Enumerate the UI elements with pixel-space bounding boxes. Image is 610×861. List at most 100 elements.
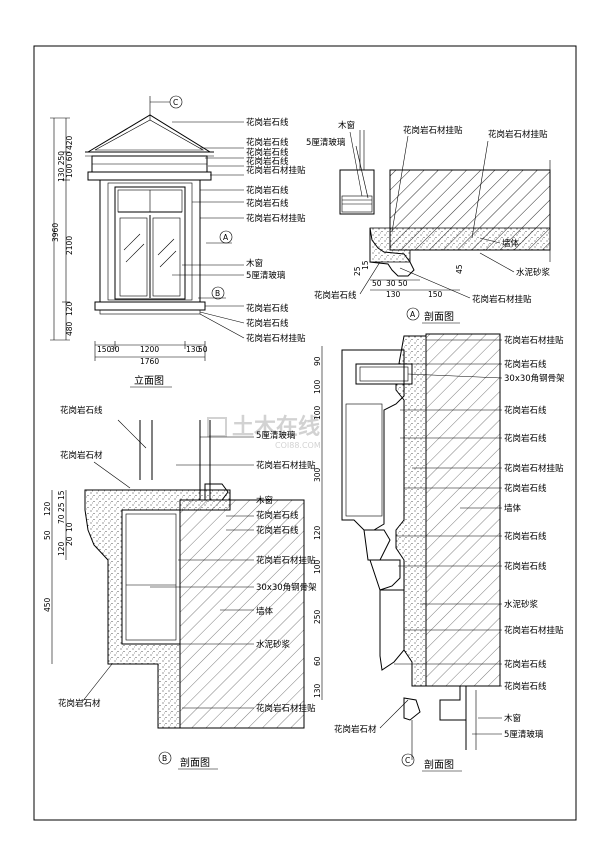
secB-dim-450: 450 — [43, 597, 52, 612]
elev-vdim-130-250: 130 250 — [57, 151, 66, 182]
secB-dim-50: 50 — [43, 530, 52, 540]
elev-vdim-3960: 3960 — [51, 223, 60, 242]
secB-label-mortar: 水泥砂浆 — [256, 639, 291, 650]
elev-label-13: 花岗岩石材挂贴 — [246, 333, 306, 344]
secC-label-9: 花岗岩石线 — [504, 531, 547, 542]
elev-label-3: 花岗岩石线 — [246, 147, 289, 158]
watermark: 土木在线 COI88.COM — [207, 414, 321, 450]
secC-label-8: 墙体 — [504, 503, 522, 514]
watermark-main: 土木在线 — [232, 414, 320, 440]
secC-label-16: 5厘清玻璃 — [504, 729, 544, 740]
secC-label-5: 花岗岩石线 — [504, 433, 547, 444]
secA-label-clad-1: 花岗岩石材挂贴 — [403, 125, 463, 136]
secC-label-6: 花岗岩石材挂贴 — [504, 463, 564, 474]
secB-marker: B — [162, 754, 167, 763]
elev-label-5: 花岗岩石材挂贴 — [246, 165, 306, 176]
secB-label-clad-2: 花岗岩石材挂贴 — [256, 555, 316, 566]
secC-label-1: 花岗岩石材挂贴 — [504, 335, 564, 346]
elev-hdim-50: 50 — [198, 345, 208, 354]
secC-label-3: 30x30角钢骨架 — [504, 373, 565, 384]
secC-dim-120: 120 — [313, 525, 322, 540]
elev-label-4: 花岗岩石线 — [246, 156, 289, 167]
elev-marker-c: C — [173, 98, 178, 107]
elev-hdim-150: 150 — [97, 345, 112, 354]
secA-dim-25: 25 — [353, 266, 362, 276]
elev-hdim-1200: 1200 — [140, 345, 159, 354]
secC-label-13: 花岗岩石线 — [504, 659, 547, 670]
secC-dim-130: 130 — [313, 683, 322, 698]
secB-dim-120: 120 — [43, 501, 52, 516]
elev-vdim-2100: 2100 — [65, 236, 74, 255]
secC-label-17: 花岗岩石材 — [334, 724, 377, 735]
secA-label-stoneline: 花岗岩石线 — [314, 290, 357, 301]
secC-label-11: 水泥砂浆 — [504, 599, 539, 610]
secA-dim-50b: 50 — [398, 279, 408, 288]
section-b-view: 花岗岩石线 花岗岩石材 5厘清玻璃 花岗岩石材挂贴 木窗 花岗岩石线 花岗岩石线… — [43, 405, 317, 770]
elev-marker-a: A — [223, 233, 229, 242]
secB-label-line-1: 花岗岩石线 — [256, 510, 299, 521]
secA-title: 剖面图 — [424, 310, 454, 323]
elev-label-6: 花岗岩石线 — [246, 185, 289, 196]
secA-dim-130: 130 — [386, 290, 401, 299]
secA-label-glass: 5厘清玻璃 — [306, 137, 346, 148]
secC-dim-100a: 100 — [313, 379, 322, 394]
elev-hdim-30: 30 — [110, 345, 120, 354]
secB-dim-15: 15 — [57, 490, 66, 500]
secC-dim-250: 250 — [313, 609, 322, 624]
secC-dim-90: 90 — [313, 356, 322, 366]
secB-label-line-2: 花岗岩石线 — [256, 525, 299, 536]
section-a-view: 木窗 5厘清玻璃 花岗岩石材挂贴 花岗岩石材挂贴 墙体 水泥砂浆 花岗岩石材挂贴… — [306, 120, 551, 324]
secC-dim-100c: 100 — [313, 559, 322, 574]
elev-hdim-130: 130 — [186, 345, 201, 354]
secC-label-15: 木窗 — [504, 713, 521, 724]
secB-dim-70: 70 — [57, 514, 66, 524]
secA-label-clad-2: 花岗岩石材挂贴 — [488, 129, 548, 140]
elev-vdim-420: 420 — [65, 135, 74, 150]
secA-label-wall: 墙体 — [502, 238, 520, 249]
secB-dim-10: 10 — [65, 522, 74, 532]
secC-label-14: 花岗岩石线 — [504, 681, 547, 692]
secB-label-window: 木窗 — [256, 495, 273, 506]
elev-label-2: 花岗岩石线 — [246, 137, 289, 148]
secA-marker: A — [410, 310, 416, 319]
elev-label-1: 花岗岩石线 — [246, 117, 289, 128]
elev-label-11: 花岗岩石线 — [246, 303, 289, 314]
secC-label-10: 花岗岩石线 — [504, 561, 547, 572]
elevation-title: 立面图 — [134, 374, 164, 387]
secC-dim-300: 300 — [313, 467, 322, 482]
secC-label-4: 花岗岩石线 — [504, 405, 547, 416]
elevation-view: C A B 420 100 60 130 250 2100 3960 120 4… — [50, 95, 306, 388]
secB-dim-20: 20 — [65, 536, 74, 546]
secB-label-stone: 花岗岩石材 — [60, 450, 103, 461]
secC-dim-60: 60 — [313, 656, 322, 666]
elev-label-7: 花岗岩石线 — [246, 198, 289, 209]
elev-label-8: 花岗岩石材挂贴 — [246, 213, 306, 224]
elev-marker-b: B — [215, 289, 220, 298]
secA-dim-30: 30 — [386, 279, 396, 288]
secA-dim-150: 150 — [428, 290, 443, 299]
secC-label-7: 花岗岩石线 — [504, 483, 547, 494]
secB-label-stoneline: 花岗岩石线 — [60, 405, 103, 416]
section-c-view: 花岗岩石材挂贴 花岗岩石线 30x30角钢骨架 花岗岩石线 花岗岩石线 花岗岩石… — [313, 333, 565, 772]
watermark-sub: COI88.COM — [275, 441, 321, 450]
secB-label-wall: 墙体 — [256, 606, 274, 617]
elev-vdim-100-60: 100 60 — [65, 152, 74, 178]
secA-dim-15: 15 — [361, 260, 370, 270]
secB-title: 剖面图 — [180, 756, 210, 769]
secB-label-steel: 30x30角钢骨架 — [256, 582, 317, 593]
secB-label-clad-3: 花岗岩石材挂贴 — [256, 703, 316, 714]
secA-label-clad-3: 花岗岩石材挂贴 — [472, 294, 532, 305]
secB-dim-120b: 120 — [57, 541, 66, 556]
secC-dim-100b: 100 — [313, 405, 322, 420]
secA-dim-45: 45 — [455, 264, 464, 274]
secC-title: 剖面图 — [424, 758, 454, 771]
elev-hdim-1760: 1760 — [140, 357, 159, 366]
secC-label-2: 花岗岩石线 — [504, 359, 547, 370]
drawing-border — [33, 45, 577, 821]
elev-label-9: 木窗 — [246, 258, 263, 269]
elev-vdim-480: 480 — [65, 321, 74, 336]
elev-vdim-120: 120 — [65, 301, 74, 316]
secB-dim-25: 25 — [57, 502, 66, 512]
elev-label-10: 5厘清玻璃 — [246, 270, 286, 281]
